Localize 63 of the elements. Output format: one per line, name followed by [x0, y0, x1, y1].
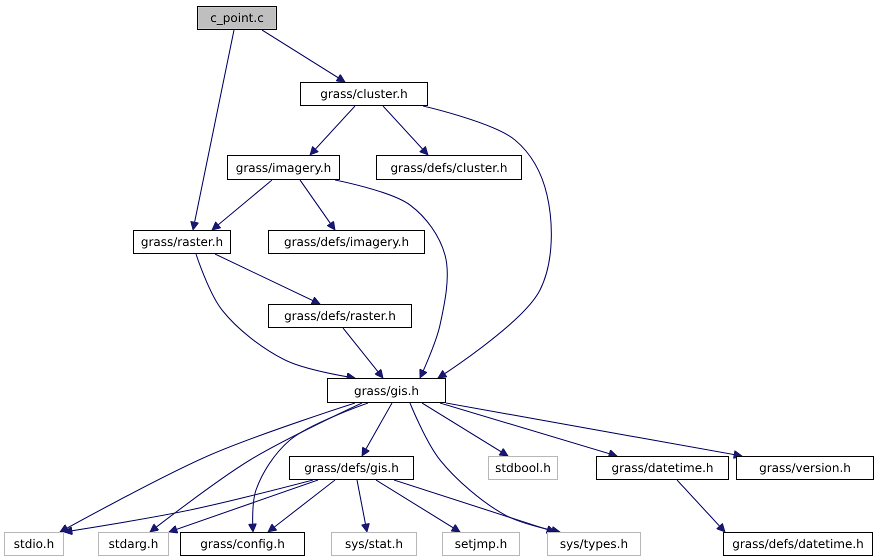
file-name: grass/defs/gis.h — [304, 461, 399, 475]
file-name: sys/stat.h — [344, 537, 404, 551]
arrow — [248, 402, 368, 532]
arrow — [676, 480, 726, 532]
arrow — [422, 402, 508, 456]
header-file-box — [289, 456, 414, 480]
arrow — [300, 180, 336, 230]
file-name: grass/config.h — [200, 537, 285, 551]
file-name: sys/types.h — [560, 537, 628, 551]
arrow — [446, 402, 742, 459]
arrow — [342, 328, 384, 378]
header-file-box — [723, 532, 873, 556]
arrow — [262, 30, 346, 82]
file-name: grass/defs/cluster.h — [390, 160, 508, 174]
arrow — [214, 254, 320, 305]
file-name: stdio.h — [14, 537, 54, 551]
file-name: grass/datetime.h — [611, 461, 714, 475]
arrow — [356, 480, 370, 532]
arrow — [268, 480, 336, 532]
file-name: c_point.c — [210, 11, 264, 25]
arrow — [168, 479, 318, 534]
file-name: grass/defs/raster.h — [284, 309, 396, 323]
file-name: grass/defs/imagery.h — [284, 235, 410, 249]
header-file-box — [376, 155, 522, 180]
source-file-box — [197, 6, 277, 30]
system-header-box — [331, 532, 417, 556]
header-file-box — [736, 456, 874, 480]
header-file-box — [300, 82, 428, 106]
file-name: grass/cluster.h — [320, 87, 408, 101]
arrow — [310, 106, 356, 156]
file-name: grass/raster.h — [140, 235, 224, 249]
header-file-box — [268, 304, 412, 328]
file-name: grass/version.h — [759, 461, 851, 475]
arrow — [150, 402, 362, 532]
header-file-box — [227, 155, 340, 180]
header-file-box — [268, 230, 425, 254]
arrow — [212, 180, 272, 230]
arrow — [382, 106, 428, 156]
arrow — [394, 479, 556, 534]
arrow — [64, 479, 314, 536]
system-header-box — [547, 532, 641, 556]
arrow — [376, 480, 460, 532]
system-header-box — [488, 456, 558, 480]
arrow — [440, 402, 618, 458]
header-file-box — [180, 532, 305, 556]
system-header-box — [4, 532, 64, 556]
file-name: stdbool.h — [495, 461, 551, 475]
file-name: grass/imagery.h — [236, 160, 332, 174]
file-name: setjmp.h — [454, 537, 508, 551]
arrow — [410, 402, 560, 535]
header-file-box — [596, 456, 729, 480]
header-file-box — [327, 378, 446, 403]
arrow — [190, 30, 235, 230]
arrow — [362, 402, 392, 456]
arrow — [334, 179, 448, 378]
file-name: grass/gis.h — [354, 384, 420, 398]
header-file-box — [133, 230, 231, 254]
arrow — [60, 402, 356, 532]
system-header-box — [98, 532, 169, 556]
file-name: stdarg.h — [108, 537, 158, 551]
system-header-box — [442, 532, 520, 556]
file-name: grass/defs/datetime.h — [732, 537, 864, 551]
arrow — [422, 105, 552, 378]
